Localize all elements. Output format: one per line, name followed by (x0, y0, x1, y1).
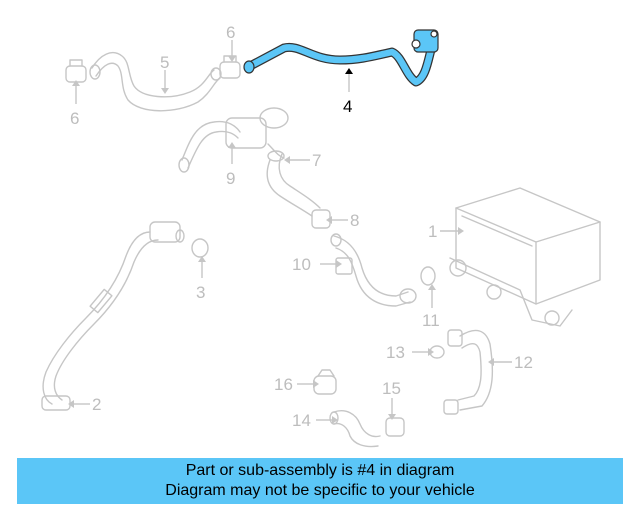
callout-5: 5 (160, 53, 169, 72)
part-11-oring (420, 266, 436, 286)
part-9-tee-housing (178, 107, 289, 173)
callout-7: 7 (312, 151, 321, 170)
callout-8: 8 (350, 211, 359, 230)
part-3-oring (191, 238, 209, 258)
callouts: 5 6 6 4 7 9 8 10 11 1 3 2 13 12 16 14 15 (70, 23, 533, 430)
callout-14: 14 (292, 411, 311, 430)
callout-3: 3 (196, 283, 205, 302)
part-4-coolant-pipe (243, 29, 439, 87)
callout-6-top: 6 (226, 23, 235, 42)
parts-diagram: 5 6 6 4 7 9 8 10 11 1 3 2 13 12 16 14 15 (41, 23, 601, 448)
part-6-clamp-left (65, 59, 87, 83)
callout-11: 11 (422, 311, 440, 330)
part-2-long-pipe (41, 221, 185, 411)
callout-15: 15 (382, 379, 401, 398)
callout-10: 10 (292, 255, 311, 274)
callout-16: 16 (274, 375, 293, 394)
part-12-hose (443, 329, 494, 415)
part-8-clamp (311, 209, 331, 229)
callout-6-left: 6 (70, 109, 79, 128)
banner-line-1: Part or sub-assembly is #4 in diagram (185, 462, 455, 479)
callout-2: 2 (92, 395, 101, 414)
part-5-hose (89, 51, 222, 112)
part-10-pipe (330, 233, 417, 307)
part-16-clamp (313, 369, 337, 395)
part-15-clamp (385, 417, 405, 437)
callout-13: 13 (386, 343, 405, 362)
banner-line-2: Diagram may not be specific to your vehi… (165, 482, 475, 499)
highlight-pipe-fill (248, 42, 436, 86)
callout-12: 12 (514, 353, 533, 372)
info-banner: Part or sub-assembly is #4 in diagram Di… (17, 458, 623, 504)
part-1-oil-cooler (449, 187, 601, 327)
callout-9: 9 (226, 169, 235, 188)
leader-lines (74, 40, 512, 421)
part-7-hose (266, 150, 321, 217)
part-14-elbow (329, 410, 381, 448)
callout-1: 1 (428, 222, 437, 241)
part-6-clamp-right (219, 55, 241, 79)
callout-4: 4 (343, 97, 352, 116)
leader-arrowheads (68, 56, 494, 424)
